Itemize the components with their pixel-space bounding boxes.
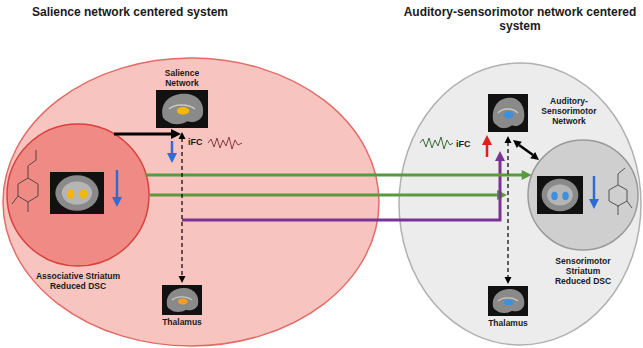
decrease-arrow: [116, 170, 119, 198]
effect-arrow: [519, 145, 533, 155]
node-label: Thalamus: [478, 318, 538, 328]
node-label: Sensorimotor Striatum Reduced DSC: [548, 256, 618, 286]
eeg-signal: [420, 137, 453, 149]
node-label: Salience Network: [148, 68, 216, 88]
arrow-head: [505, 277, 512, 284]
edge-label: iFC: [188, 137, 203, 148]
decrease-arrow: [171, 141, 174, 154]
node-label: Thalamus: [152, 317, 212, 327]
arrow-head: [171, 129, 181, 139]
purple-arrow: [182, 160, 500, 220]
brain-region: Salience Network: [148, 68, 216, 130]
eeg-signal: [208, 137, 242, 149]
brain-image: [488, 94, 528, 132]
dopamine-structure: [609, 168, 632, 215]
brain-region: Auditory-Sensorimotor Network: [486, 92, 606, 134]
brain-region: Thalamus: [160, 285, 204, 330]
system-title: Salience network centered system: [2, 5, 258, 19]
dopamine-structure: [12, 150, 38, 212]
arrow-head: [179, 132, 186, 139]
node-label: Associative Striatum Reduced DSC: [18, 271, 138, 291]
arrow-head: [522, 170, 532, 180]
arrow-head: [167, 153, 177, 163]
system-title: Auditory-sensorimotor network centered s…: [398, 5, 642, 33]
arrow-head: [497, 190, 507, 200]
arrow-head: [530, 152, 539, 160]
system-ellipse: Salience network centered systemSalience…: [2, 57, 380, 347]
arrow-head: [505, 136, 512, 143]
edge-label: iFC: [456, 139, 471, 150]
brain-image: [50, 172, 104, 214]
arrow-head: [495, 151, 505, 161]
arrow-head: [513, 140, 522, 148]
node-label: Auditory-Sensorimotor Network: [532, 96, 606, 126]
connector: [505, 136, 512, 284]
connector: [146, 170, 532, 180]
brain-image: [156, 90, 208, 128]
connector: [179, 132, 186, 283]
connector-line: [146, 174, 523, 177]
green-arrow: [150, 194, 498, 197]
increase-arrow: [486, 144, 489, 157]
striatum-circle: Associative Striatum Reduced DSC: [6, 123, 150, 267]
arrow-head: [179, 276, 186, 283]
arrow-head: [112, 197, 122, 207]
arrow-head: [482, 135, 492, 145]
brain-image: [537, 176, 583, 214]
decrease-arrow: [593, 176, 596, 200]
brain-region: Thalamus: [486, 286, 530, 331]
connector-line: [507, 142, 508, 278]
effect-arrow: [114, 133, 172, 136]
arrow-head: [589, 199, 599, 209]
striatum-circle: Sensorimotor Striatum Reduced DSC: [527, 139, 639, 251]
brain-image: [488, 286, 528, 316]
system-ellipse: Auditory-sensorimotor network centered s…: [398, 62, 642, 346]
brain-image: [162, 285, 202, 315]
connector-line: [181, 138, 182, 277]
